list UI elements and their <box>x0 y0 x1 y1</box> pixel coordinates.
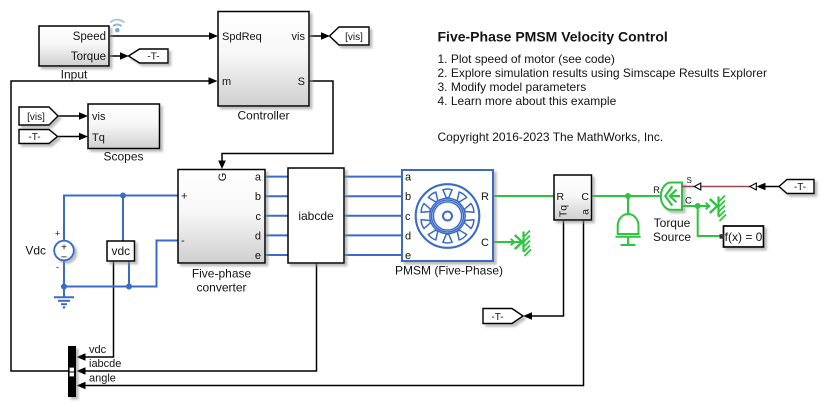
svg-text:vis: vis <box>292 31 306 43</box>
svg-text:C: C <box>685 196 692 207</box>
svg-text:b: b <box>255 191 261 203</box>
svg-text:3. Modify model parameters: 3. Modify model parameters <box>438 80 587 94</box>
svg-text:[vis]: [vis] <box>27 112 45 123</box>
svg-text:c: c <box>405 211 411 223</box>
svg-text:Source: Source <box>653 230 691 244</box>
svg-text:+: + <box>181 191 187 203</box>
svg-text:Tq: Tq <box>557 205 569 217</box>
svg-text:Torque: Torque <box>71 51 106 63</box>
svg-text:R: R <box>653 185 660 196</box>
svg-text:Copyright 2016-2023 The MathWo: Copyright 2016-2023 The MathWorks, Inc. <box>438 130 664 144</box>
svg-text:-T-: -T- <box>794 182 806 193</box>
svg-text:-T-: -T- <box>147 52 159 63</box>
svg-text:d: d <box>255 230 261 242</box>
svg-text:a: a <box>405 172 412 184</box>
svg-text:a: a <box>579 209 591 215</box>
svg-text:Five-phase: Five-phase <box>192 267 252 281</box>
svg-text:C: C <box>481 237 489 249</box>
svg-text:−: − <box>61 252 67 264</box>
svg-text:-: - <box>181 235 185 247</box>
svg-text:-: - <box>56 262 59 272</box>
svg-text:iabcde: iabcde <box>298 209 334 223</box>
svg-text:PMSM (Five-Phase): PMSM (Five-Phase) <box>395 264 503 278</box>
svg-text:C: C <box>581 191 589 203</box>
svg-text:Tq: Tq <box>92 132 105 144</box>
svg-text:S: S <box>687 176 692 185</box>
svg-text:Vdc: Vdc <box>25 244 46 258</box>
svg-text:Input: Input <box>61 68 88 82</box>
svg-text:Five-Phase PMSM Velocity Contr: Five-Phase PMSM Velocity Control <box>438 29 668 45</box>
svg-text:2. Explore simulation results: 2. Explore simulation results using Sims… <box>438 66 767 80</box>
svg-text:R: R <box>557 191 565 203</box>
svg-text:angle: angle <box>89 373 116 385</box>
svg-text:converter: converter <box>196 281 246 295</box>
svg-text:vdc: vdc <box>89 344 107 356</box>
svg-text:d: d <box>405 230 411 242</box>
svg-text:Controller: Controller <box>237 109 289 123</box>
svg-text:1. Plot speed of motor (see co: 1. Plot speed of motor (see code) <box>438 52 615 66</box>
svg-text:a: a <box>255 172 262 184</box>
svg-text:+: + <box>61 243 67 254</box>
svg-text:S: S <box>298 76 305 88</box>
svg-text:e: e <box>405 250 411 262</box>
svg-text:e: e <box>255 250 261 262</box>
svg-text:[vis]: [vis] <box>345 32 363 43</box>
svg-text:iabcde: iabcde <box>89 358 121 370</box>
svg-text:c: c <box>256 211 262 223</box>
svg-text:Speed: Speed <box>73 31 106 43</box>
svg-text:R: R <box>481 191 489 203</box>
svg-text:-T-: -T- <box>491 312 503 323</box>
svg-text:vdc: vdc <box>111 244 130 258</box>
svg-text:SpdReq: SpdReq <box>222 31 262 43</box>
svg-text:f(x) = 0: f(x) = 0 <box>725 230 763 244</box>
svg-text:Scopes: Scopes <box>103 150 143 164</box>
svg-text:vis: vis <box>92 111 106 123</box>
svg-text:m: m <box>222 76 231 88</box>
svg-text:Torque: Torque <box>654 216 691 230</box>
svg-text:+: + <box>55 229 60 239</box>
svg-text:-T-: -T- <box>28 132 40 143</box>
svg-text:4. Learn more about this examp: 4. Learn more about this example <box>438 94 617 108</box>
svg-text:b: b <box>405 191 411 203</box>
svg-text:G: G <box>217 173 229 182</box>
